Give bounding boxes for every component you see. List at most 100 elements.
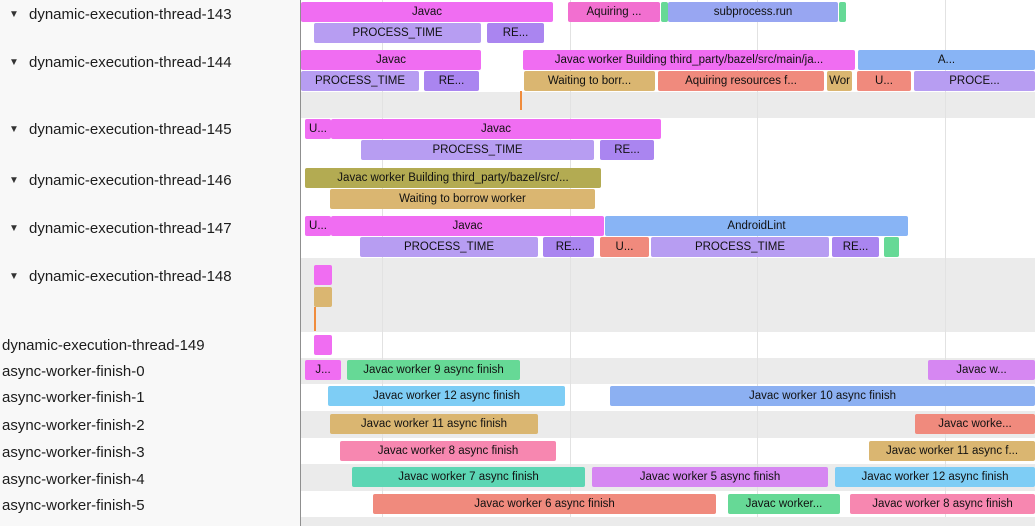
slice[interactable]: Javac worker 11 async finish [330,414,538,434]
slice-label: subprocess.run [713,6,793,18]
track-name-row[interactable]: ▼dynamic-execution-thread-146 [0,170,232,190]
slice-label: PROCESS_TIME [403,241,495,253]
slice[interactable]: Aquiring ... [568,2,660,22]
slice[interactable]: Javac worker 8 async finish [340,441,556,461]
slice[interactable]: Javac [331,216,604,236]
instant-marker[interactable] [314,307,316,331]
slice[interactable]: U... [857,71,911,91]
slice[interactable]: PROCESS_TIME [314,23,481,43]
slice-label: RE... [502,27,529,39]
expander-arrow-icon[interactable]: ▼ [9,174,19,186]
slice-label: U... [875,75,893,87]
slice[interactable] [884,237,899,257]
slice[interactable]: PROCESS_TIME [360,237,538,257]
slice[interactable]: AndroidLint [605,216,908,236]
slice-label: Javac worker Building third_party/bazel/… [554,54,824,66]
slice[interactable] [839,2,846,22]
expander-arrow-icon[interactable]: ▼ [9,56,19,68]
slice-label: Javac [480,123,512,135]
track-label: dynamic-execution-thread-143 [29,5,232,23]
track-label: async-worker-finish-1 [2,388,145,406]
gridline [570,0,571,517]
slice[interactable]: Waiting to borrow worker [330,189,595,209]
slice[interactable]: RE... [487,23,544,43]
track-name-row[interactable]: async-worker-finish-1 [0,387,145,407]
slice[interactable]: PROCESS_TIME [301,71,419,91]
slice[interactable]: PROCESS_TIME [651,237,829,257]
slice[interactable]: Wor [827,71,852,91]
track-label: dynamic-execution-thread-147 [29,219,232,237]
slice[interactable]: J... [305,360,341,380]
slice-label: Javac worker 12 async finish [861,471,1009,483]
slice[interactable]: Javac worker 8 async finish [850,494,1035,514]
slice[interactable]: Javac worker Building third_party/bazel/… [523,50,855,70]
slice[interactable]: RE... [424,71,479,91]
slice[interactable]: Waiting to borr... [524,71,655,91]
track-name-panel: ▼dynamic-execution-thread-143▼dynamic-ex… [0,0,300,526]
track-label: async-worker-finish-4 [2,470,145,488]
expander-arrow-icon[interactable]: ▼ [9,222,19,234]
slice[interactable]: Javac [331,119,661,139]
slice[interactable]: Javac [301,50,481,70]
expander-arrow-icon[interactable]: ▼ [9,270,19,282]
slice[interactable]: Javac worker 6 async finish [373,494,716,514]
slice[interactable]: Javac worker 7 async finish [352,467,585,487]
slice[interactable]: Javac worker 12 async finish [328,386,565,406]
track-name-row[interactable]: ▼ dynamic-execution-thread-147 [0,218,232,238]
slice[interactable] [314,265,332,285]
slice[interactable] [661,2,668,22]
slice[interactable]: PROCESS_TIME [361,140,594,160]
slice[interactable] [314,287,332,307]
slice[interactable]: Javac [301,2,553,22]
slice[interactable]: U... [305,119,331,139]
slice[interactable]: RE... [543,237,594,257]
track-name-row[interactable]: async-worker-finish-0 [0,361,145,381]
slice-label: Aquiring ... [586,6,642,18]
slice[interactable]: RE... [600,140,654,160]
slice[interactable]: RE... [832,237,879,257]
track-name-row[interactable]: dynamic-execution-thread-149 [0,335,205,355]
slice-label: Waiting to borr... [547,75,632,87]
track-name-row[interactable]: ▼ dynamic-execution-thread-144 [0,52,232,72]
slice[interactable]: Aquiring resources f... [658,71,824,91]
slice-label: Javac worker 6 async finish [474,498,615,510]
slice-label: Javac [411,6,443,18]
slice[interactable]: Javac worke... [915,414,1035,434]
slice-label: RE... [438,75,465,87]
slice[interactable]: Javac worker 12 async finish [835,467,1035,487]
track-name-row[interactable]: async-worker-finish-3 [0,442,145,462]
track-label: dynamic-execution-thread-144 [29,53,232,71]
slice[interactable]: Javac worker 9 async finish [347,360,520,380]
expander-arrow-icon[interactable]: ▼ [9,123,19,135]
gridline [757,0,758,517]
slice[interactable]: Javac worker 5 async finish [592,467,828,487]
slice[interactable]: Javac worker 10 async finish [610,386,1035,406]
row-background [300,92,1035,118]
slice[interactable]: Javac worker 11 async f... [869,441,1035,461]
slice-label: PROCE... [949,75,1000,87]
slice-label: Javac [452,220,483,232]
row-background [300,258,1035,332]
slice[interactable]: U... [600,237,649,257]
panel-divider[interactable] [300,0,301,526]
slice[interactable]: Javac worker... [728,494,840,514]
track-name-row[interactable]: ▼dynamic-execution-thread-145 [0,119,232,139]
slice[interactable] [314,335,332,355]
slice[interactable]: U... [305,216,331,236]
slice[interactable]: Javac w... [928,360,1035,380]
track-name-row[interactable]: ▼ dynamic-execution-thread-143 [0,4,232,24]
gridline [382,0,383,517]
track-name-row[interactable]: async-worker-finish-4 [0,469,145,489]
track-name-row[interactable]: async-worker-finish-5 [0,495,145,515]
slice-label: Javac worker 7 async finish [398,471,539,483]
expander-arrow-icon[interactable]: ▼ [9,8,19,20]
track-name-row[interactable]: async-worker-finish-2 [0,415,145,435]
slice-label: Javac worker 9 async finish [363,364,504,376]
slice[interactable]: Javac worker Building third_party/bazel/… [305,168,601,188]
instant-marker[interactable] [520,91,522,110]
track-name-row[interactable]: ▼dynamic-execution-thread-148 [0,266,232,286]
slice[interactable]: subprocess.run [668,2,838,22]
slice[interactable]: PROCE... [914,71,1035,91]
slice[interactable]: A... [858,50,1035,70]
